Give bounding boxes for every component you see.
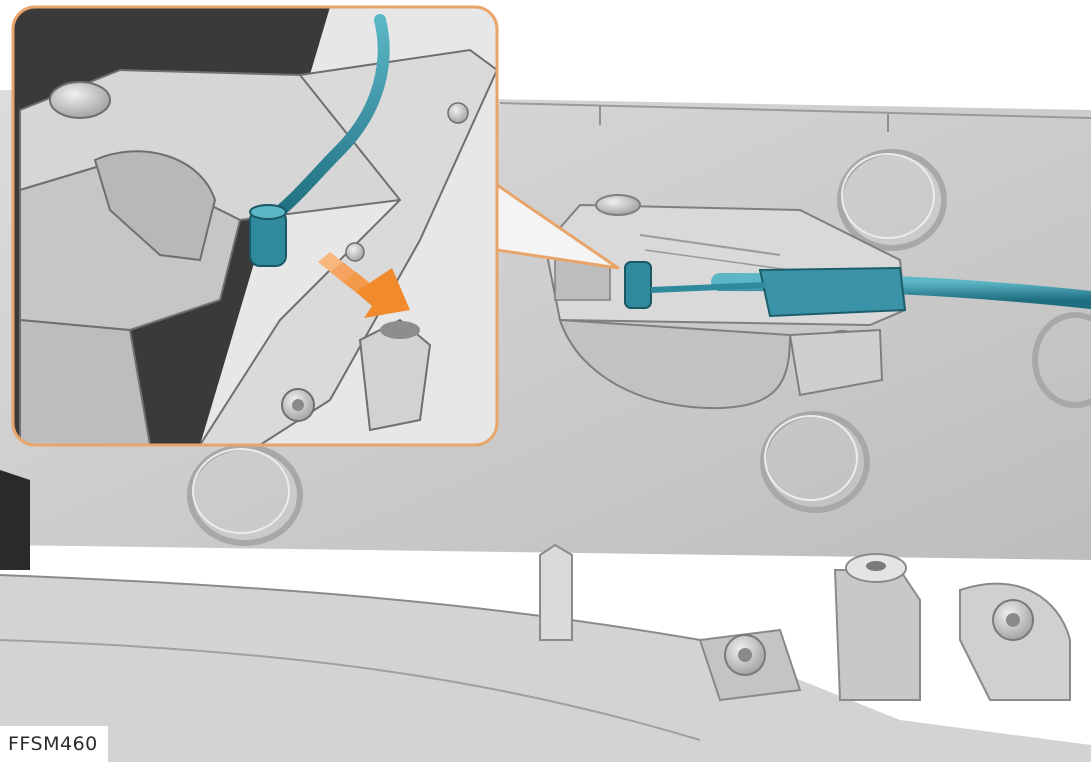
figure-id-label: FFSM460	[0, 726, 108, 762]
lower-brackets	[539, 543, 1071, 702]
lower-trim	[0, 470, 1091, 762]
callout-inset	[11, 5, 499, 447]
cable-connector	[624, 261, 1091, 318]
panel-dimples	[187, 149, 1091, 546]
direction-arrow-icon	[318, 252, 410, 318]
